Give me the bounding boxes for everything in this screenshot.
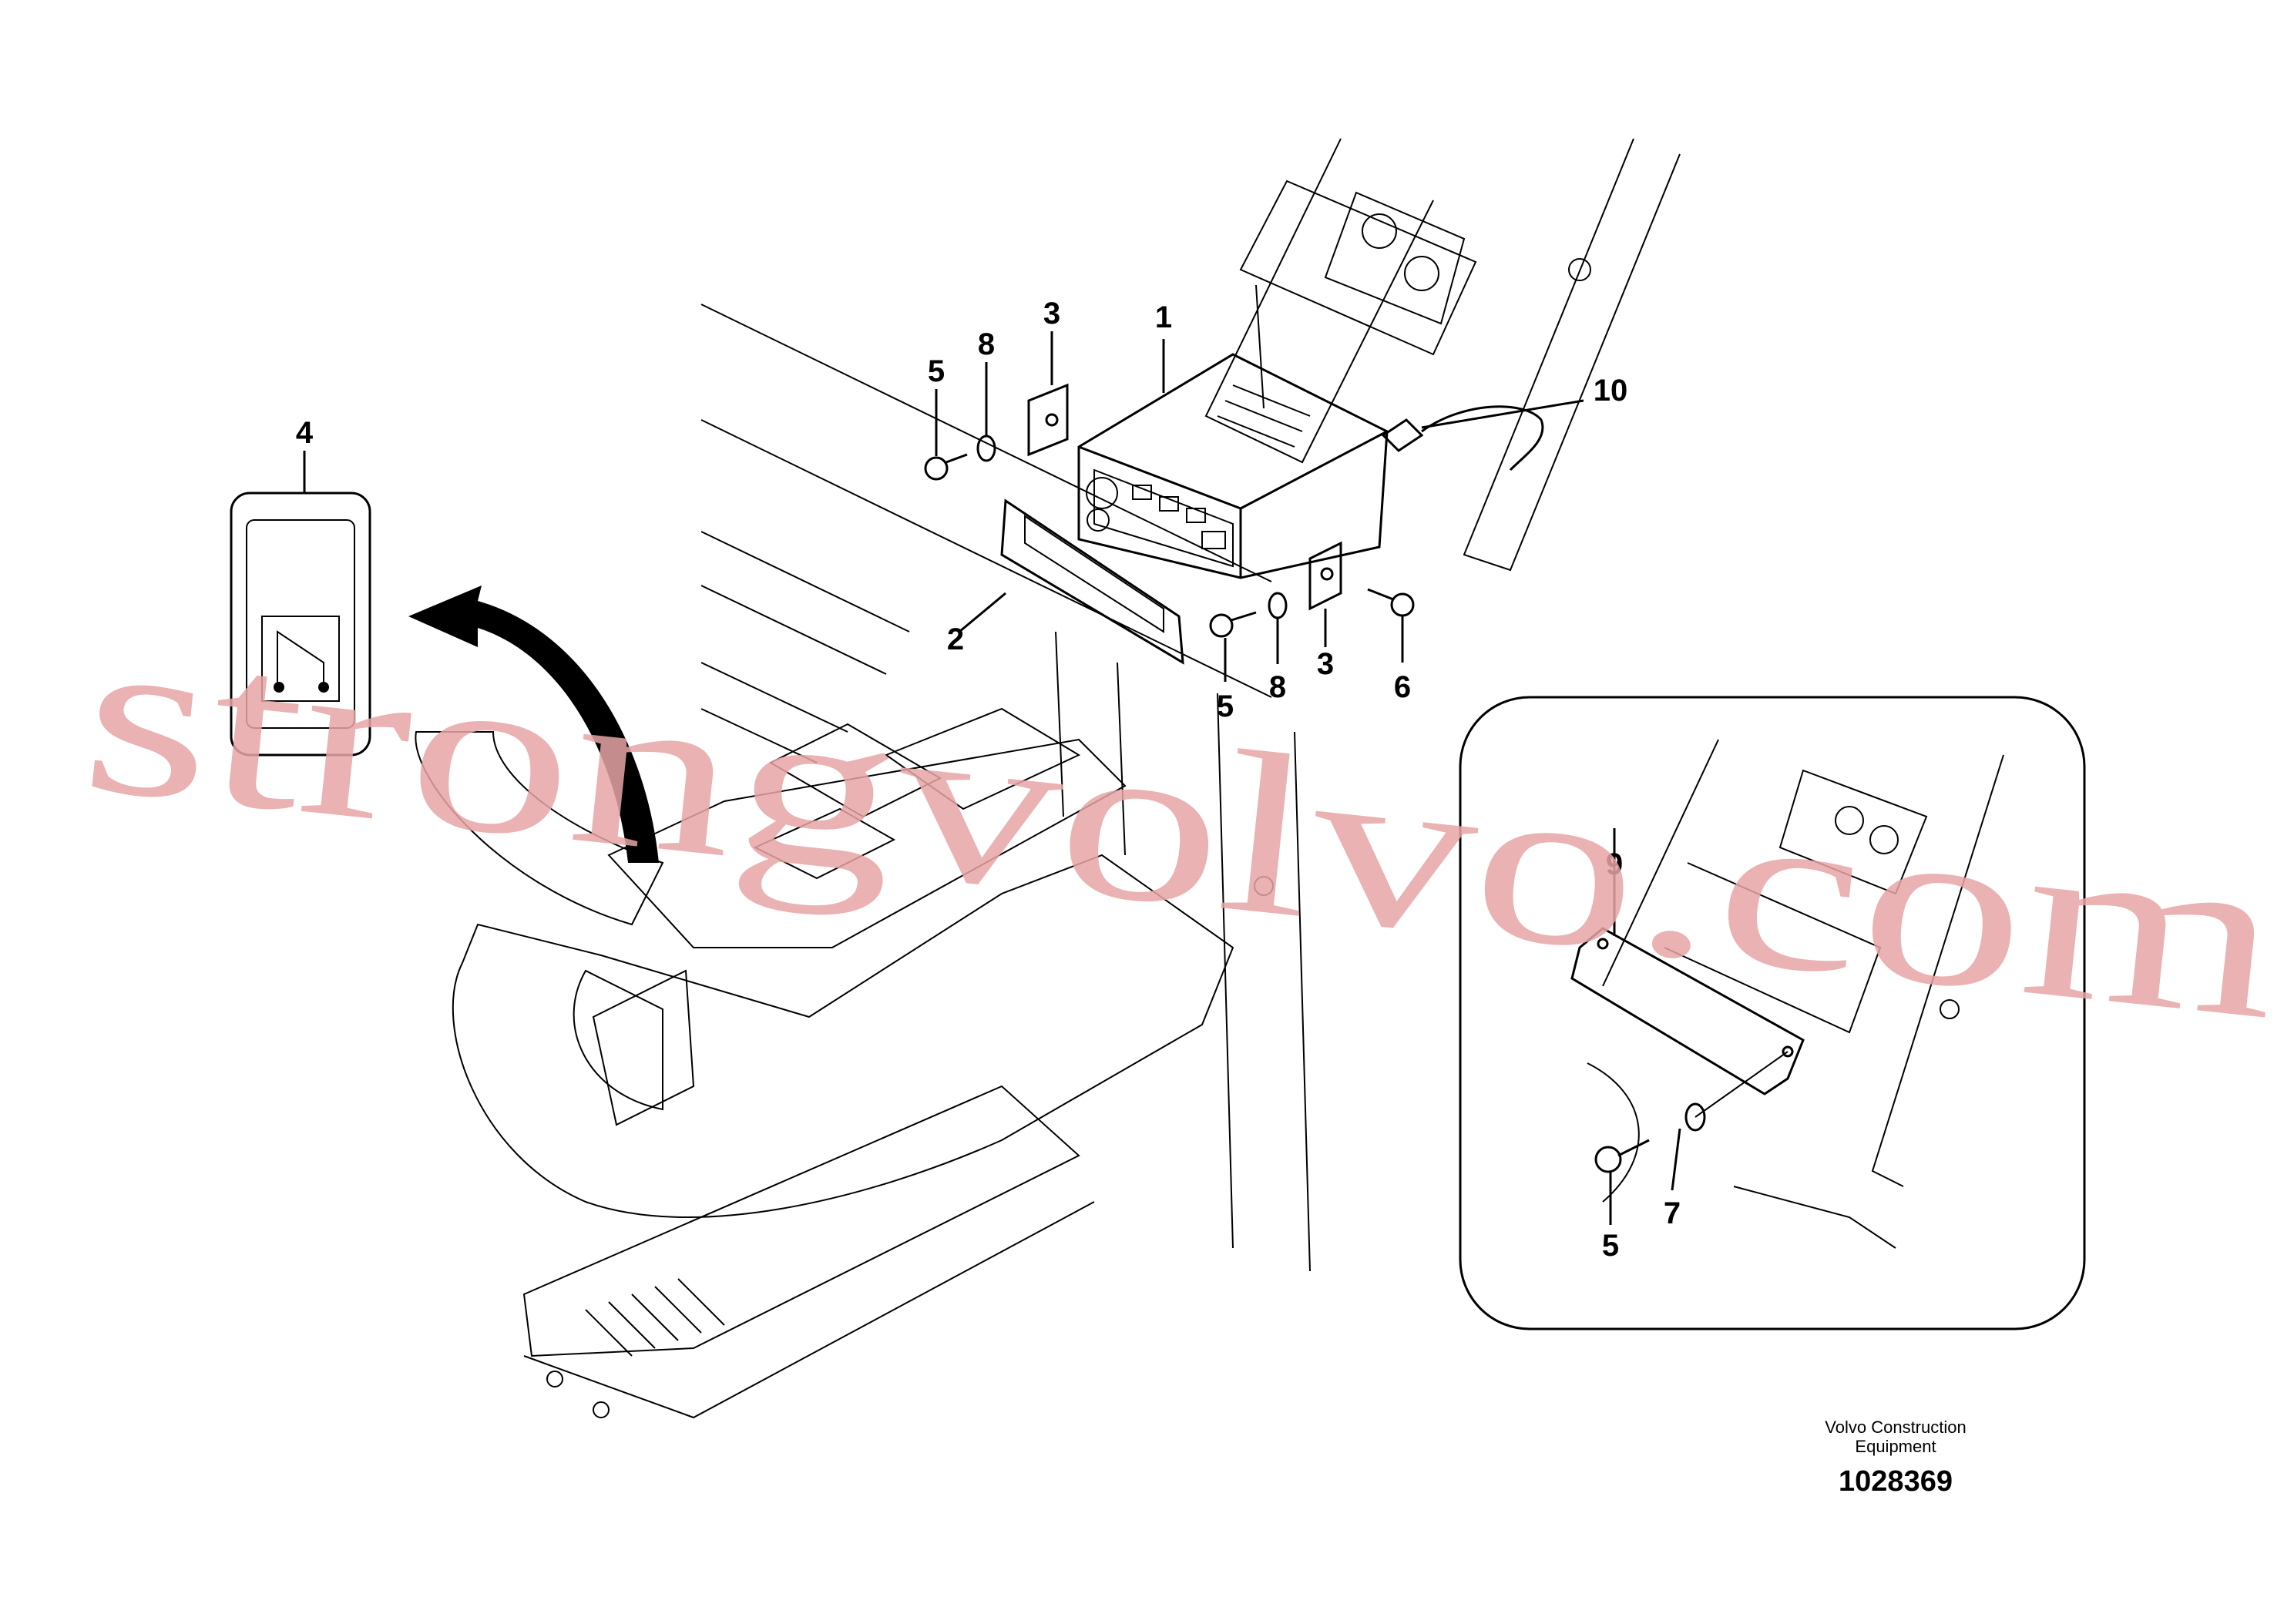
company-line-1: Volvo Construction — [1825, 1418, 1966, 1437]
screw-lower-left — [1209, 611, 1257, 638]
arrow-to-console — [408, 586, 659, 863]
company-line-2: Equipment — [1855, 1437, 1936, 1456]
callout-7: 7 — [1664, 1196, 1681, 1230]
callout-5-upper: 5 — [928, 354, 945, 388]
callout-8-upper: 8 — [978, 327, 995, 361]
bracket-upper — [1027, 383, 1069, 457]
callout-5-lower: 5 — [1217, 690, 1234, 723]
callout-3-lower: 3 — [1317, 647, 1334, 681]
detail-inset — [1459, 696, 2086, 1330]
rear-column — [1204, 138, 1681, 572]
callout-9: 9 — [1606, 847, 1623, 881]
screw-upper — [924, 453, 968, 481]
callout-8-lower: 8 — [1269, 670, 1286, 704]
bracket-lower — [1308, 541, 1342, 611]
drawing-number: 1028369 — [1839, 1465, 1953, 1498]
callout-4: 4 — [296, 416, 314, 450]
radio-switch — [230, 492, 371, 757]
washer-upper — [976, 435, 996, 462]
blanking-plate — [1570, 927, 1805, 1096]
callout-3-upper: 3 — [1043, 297, 1060, 331]
radio-unit — [1077, 353, 1389, 579]
screw-lower-right — [1367, 588, 1415, 617]
footer: Volvo Construction Equipment 1028369 — [1825, 1418, 1966, 1498]
callout-6: 6 — [1394, 670, 1411, 704]
cab-frame-lines — [700, 304, 1311, 1272]
cable-connector — [1381, 405, 1544, 471]
callout-5-inset: 5 — [1602, 1229, 1619, 1263]
leader-lines — [303, 331, 1584, 682]
callout-labels: 1 2 3 3 4 5 5 5 6 7 8 8 9 10 — [296, 297, 1681, 1263]
callout-10: 10 — [1594, 374, 1628, 408]
operator-seat — [415, 707, 1274, 1419]
radio-trim-frame — [1000, 498, 1184, 665]
washer-lower — [1268, 592, 1288, 619]
callout-1: 1 — [1155, 300, 1172, 334]
callout-2: 2 — [947, 622, 964, 656]
